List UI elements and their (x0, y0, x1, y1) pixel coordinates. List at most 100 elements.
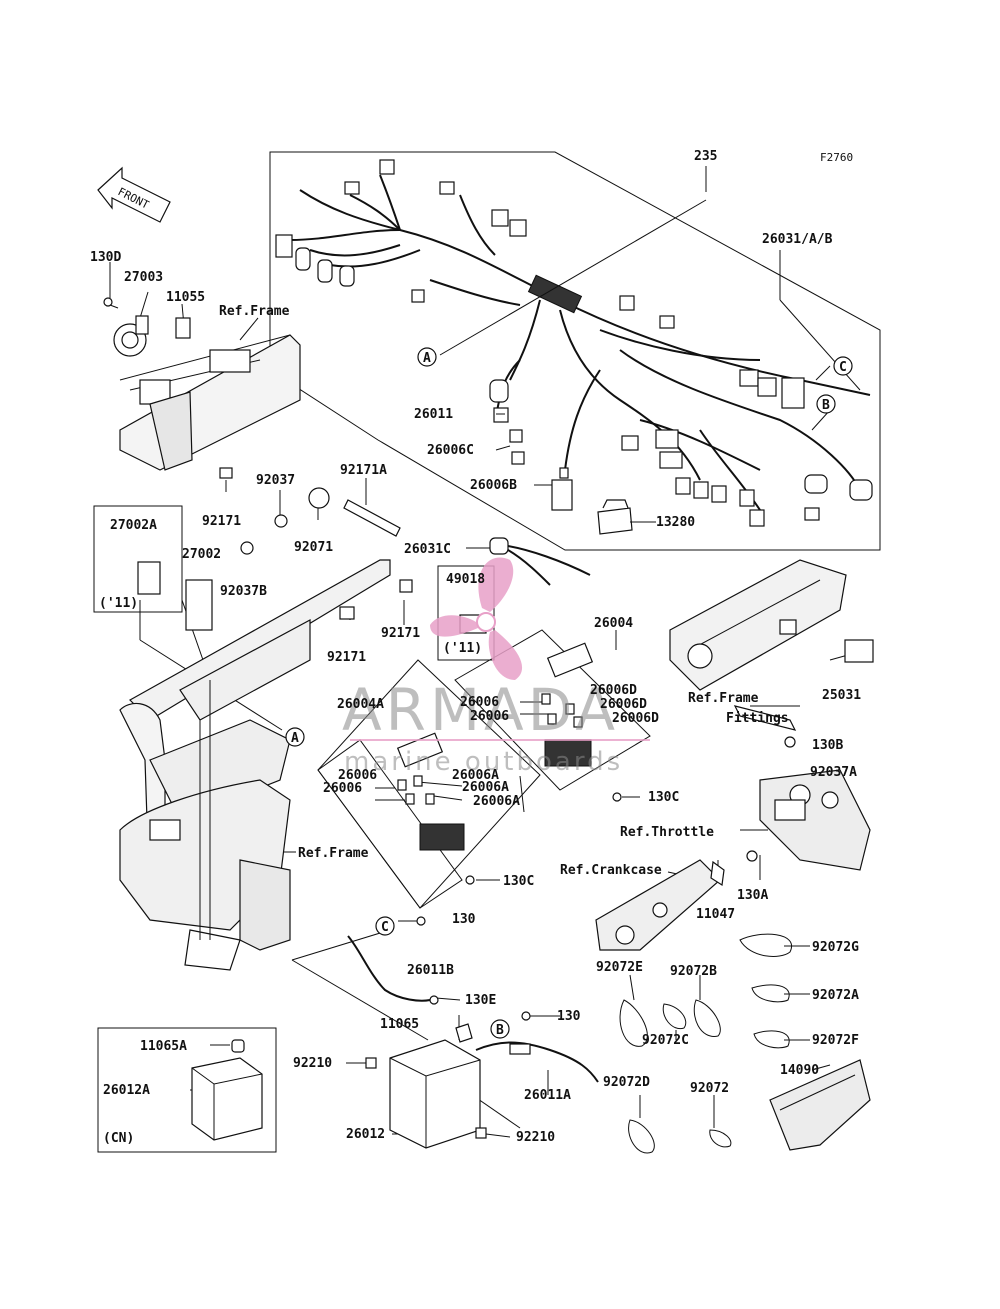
part-92072G-band (739, 933, 793, 957)
label-ref-frame-1: Ref.Frame (219, 304, 290, 319)
part-130C-bolt (612, 792, 622, 802)
part-27002A-relay (137, 561, 161, 595)
label-26006A-2: 26006A (462, 780, 509, 795)
part-27002A-box (93, 505, 183, 613)
part-92072A-band (751, 984, 790, 1003)
part-92072F-band (753, 1030, 790, 1049)
part-27002-relay (185, 579, 213, 631)
label-92037A: 92037A (810, 765, 857, 780)
label-235: 235 (694, 149, 717, 164)
label-25031: 25031 (822, 688, 861, 703)
svg-text:C: C (839, 360, 847, 375)
frame-front-section (119, 334, 301, 471)
label-92071: 92071 (294, 540, 333, 555)
label-26006B: 26006B (470, 478, 517, 493)
part-13280-relay-box (597, 499, 633, 535)
watermark-tagline: marine outboards (344, 747, 623, 777)
label-26006A-3: 26006A (473, 794, 520, 809)
label-92210-b: 92210 (516, 1130, 555, 1145)
frame-main-section (119, 559, 391, 971)
label-26004A: 26004A (337, 697, 384, 712)
part-92072D-band (628, 1119, 655, 1154)
label-92072E: 92072E (596, 960, 643, 975)
part-14090-cover (769, 1059, 871, 1151)
label-26011A: 26011A (524, 1088, 571, 1103)
part-92171-clip (219, 467, 233, 479)
label-27002A: 27002A (110, 518, 157, 533)
label-26006-a2: 26006 (470, 709, 509, 724)
circle-ref-B-2: B (490, 1019, 510, 1039)
circle-ref-A-2: A (285, 727, 305, 747)
frame-fittings-section (669, 559, 847, 691)
label-26012A: 26012A (103, 1083, 150, 1098)
part-26011B-cable (347, 916, 439, 1005)
part-25031-switch (844, 639, 874, 663)
part-49018-box (437, 565, 495, 661)
part-92037-clamp (274, 514, 288, 528)
label-130E: 130E (465, 993, 496, 1008)
part-92210-nut-2 (475, 1127, 487, 1139)
label-130C-1: 130C (648, 790, 679, 805)
circle-ref-A-1: A (417, 347, 437, 367)
label-13280: 13280 (656, 515, 695, 530)
note-11-b: ('11) (443, 641, 482, 656)
part-92072E-band (619, 999, 648, 1047)
label-ref-frame-2: Ref.Frame (298, 846, 369, 861)
label-14090: 14090 (780, 1063, 819, 1078)
figure-code: F2760 (820, 151, 853, 164)
svg-text:A: A (423, 351, 431, 366)
part-26031C-sub-harness (489, 537, 591, 586)
label-11055: 11055 (166, 290, 205, 305)
label-92072F: 92072F (812, 1033, 859, 1048)
label-26004: 26004 (594, 616, 633, 631)
label-92072A: 92072A (812, 988, 859, 1003)
label-26011B: 26011B (407, 963, 454, 978)
label-ref-frame-fittings-1: Ref.Frame (688, 691, 759, 706)
label-92072: 92072 (690, 1081, 729, 1096)
circle-ref-C-2: C (375, 916, 395, 936)
label-92072B: 92072B (670, 964, 717, 979)
note-CN: (CN) (103, 1131, 134, 1146)
part-26012A-box (97, 1027, 277, 1153)
part-26004A-fuse-box (396, 732, 465, 851)
note-11-a: ('11) (99, 596, 138, 611)
part-92072B-band (693, 999, 721, 1037)
label-92210-a: 92210 (293, 1056, 332, 1071)
label-ref-throttle: Ref.Throttle (620, 825, 714, 840)
part-92072C-band (662, 1003, 687, 1030)
label-ref-crankcase: Ref.Crankcase (560, 863, 662, 878)
label-92072G: 92072G (812, 940, 859, 955)
watermark-logo: ARMADA marine outboards (342, 557, 650, 777)
part-130C-bolt-2 (465, 875, 475, 885)
label-130A: 130A (737, 888, 768, 903)
part-11055-bracket (175, 317, 191, 339)
label-92072D: 92072D (603, 1075, 650, 1090)
propeller-icon (430, 557, 523, 680)
part-26012A-battery (191, 1057, 263, 1141)
part-92171A-strap (343, 499, 401, 537)
front-arrow-icon: FRONT (97, 166, 171, 223)
svg-text:A: A (291, 731, 299, 746)
label-26031AB: 26031/A/B (762, 232, 833, 247)
label-130D: 130D (90, 250, 121, 265)
part-27003-horn (113, 315, 149, 357)
label-11065: 11065 (380, 1017, 419, 1032)
leader-lines (109, 166, 861, 1138)
circle-ref-B-1: B (816, 394, 836, 414)
label-11047: 11047 (696, 907, 735, 922)
label-130C-2: 130C (503, 874, 534, 889)
label-92171-b: 92171 (381, 626, 420, 641)
label-26031C: 26031C (404, 542, 451, 557)
label-92171A: 92171A (340, 463, 387, 478)
part-11047-bracket (710, 860, 725, 887)
part-92210-nut (365, 1057, 377, 1069)
main-wiring-harness (275, 159, 873, 527)
svg-text:B: B (496, 1023, 504, 1038)
label-130B: 130B (812, 738, 843, 753)
part-26004-fuse-box (541, 642, 594, 767)
label-ref-frame-fittings-2: Fittings (726, 711, 789, 726)
label-26006A-1: 26006A (452, 768, 499, 783)
label-49018: 49018 (446, 572, 485, 587)
part-92171-clip-3 (339, 606, 355, 620)
